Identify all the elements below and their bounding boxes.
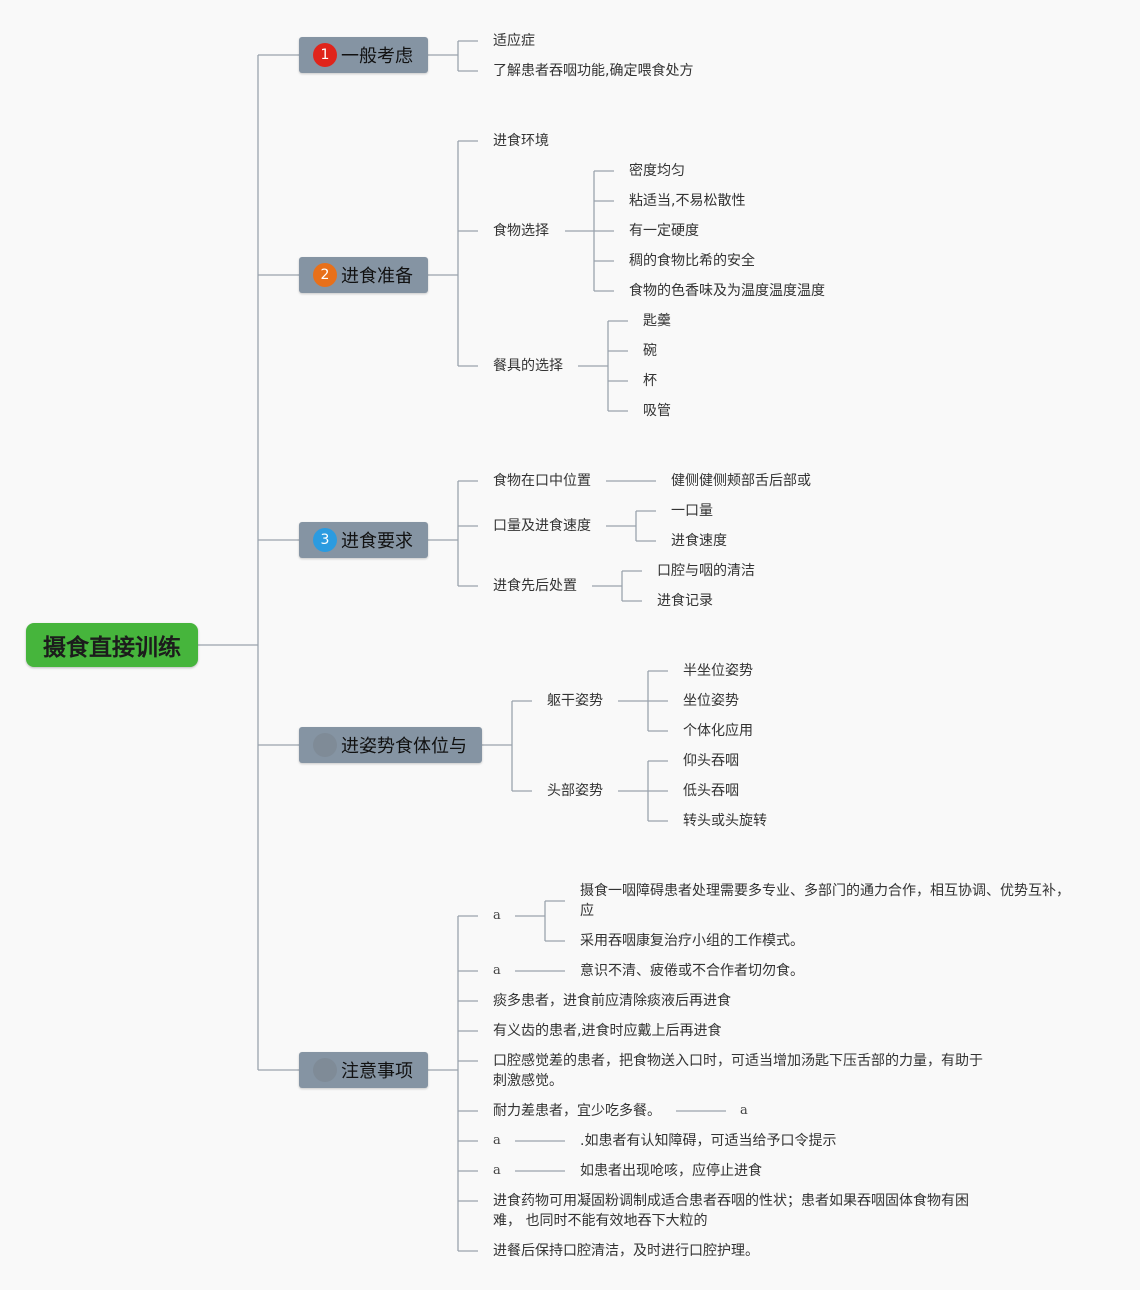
food-item[interactable]: 粘适当,不易松散性 xyxy=(629,193,746,209)
indication-item[interactable]: 适应症 xyxy=(493,33,535,49)
food-item[interactable]: 密度均匀 xyxy=(629,163,685,179)
head-item[interactable]: 低头吞咽 xyxy=(683,783,739,799)
amount-and-speed[interactable]: 口量及进食速度 xyxy=(493,518,591,534)
placeholder-node[interactable]: a xyxy=(493,1133,501,1148)
branch-precautions[interactable]: 注意事项 xyxy=(299,1052,428,1088)
food-position[interactable]: 食物在口中位置 xyxy=(493,473,591,489)
team-item[interactable]: 摄食一咽障碍患者处理需要多专业、多部门的通力合作，相互协调、优势互补，应 xyxy=(580,883,1070,919)
tableware-item[interactable]: 吸管 xyxy=(643,403,671,419)
precaution-item[interactable]: 口腔感觉差的患者，把食物送入口时，可适当增加汤匙下压舌部的力量，有助于刺激感觉。 xyxy=(493,1053,983,1089)
precaution-item[interactable]: 如患者出现呛咳，应停止进食 xyxy=(580,1163,762,1179)
food-position-item[interactable]: 健侧健侧颊部舌后部或 xyxy=(671,473,811,489)
tableware-item[interactable]: 匙羹 xyxy=(643,313,671,329)
handling-order[interactable]: 进食先后处置 xyxy=(493,578,577,594)
branch-label: 一般考虑 xyxy=(341,46,413,67)
precaution-item[interactable]: 意识不清、疲倦或不合作者切勿食。 xyxy=(580,963,804,979)
precaution-item[interactable]: .如患者有认知障碍，可适当给予口令提示 xyxy=(580,1133,837,1149)
badge-2-icon: 2 xyxy=(313,263,337,287)
eating-environment[interactable]: 进食环境 xyxy=(493,133,549,149)
precaution-item[interactable]: 有义齿的患者,进食时应戴上后再进食 xyxy=(493,1023,722,1039)
precaution-item[interactable]: 进餐后保持口腔清洁，及时进行口腔护理。 xyxy=(493,1243,759,1259)
branch-eating-preparation[interactable]: 2 进食准备 xyxy=(299,257,428,293)
branch-label: 进食准备 xyxy=(341,266,413,287)
food-item[interactable]: 有一定硬度 xyxy=(629,223,699,239)
trunk-item[interactable]: 个体化应用 xyxy=(683,723,753,739)
branch-eating-requirements[interactable]: 3 进食要求 xyxy=(299,522,428,558)
badge-4-icon xyxy=(313,733,337,757)
placeholder-node[interactable]: a xyxy=(740,1103,748,1118)
branch-label: 进食要求 xyxy=(341,531,413,552)
food-item[interactable]: 食物的色香味及为温度温度温度 xyxy=(629,283,825,299)
trunk-posture[interactable]: 躯干姿势 xyxy=(547,693,603,709)
branch-posture[interactable]: 进姿势食体位与 xyxy=(299,727,482,763)
food-item[interactable]: 稠的食物比希的安全 xyxy=(629,253,755,269)
precaution-item[interactable]: 耐力差患者，宜少吃多餐。 xyxy=(493,1103,661,1119)
trunk-item[interactable]: 坐位姿势 xyxy=(683,693,739,709)
root-topic[interactable]: 摄食直接训练 xyxy=(26,623,198,667)
branch-general-considerations[interactable]: 1 一般考虑 xyxy=(299,37,428,73)
badge-3-icon: 3 xyxy=(313,528,337,552)
branch-label: 注意事项 xyxy=(341,1061,413,1082)
handling-item[interactable]: 进食记录 xyxy=(657,593,713,609)
badge-1-icon: 1 xyxy=(313,43,337,67)
head-posture[interactable]: 头部姿势 xyxy=(547,783,603,799)
tableware-item[interactable]: 杯 xyxy=(643,373,657,389)
team-item[interactable]: 采用吞咽康复治疗小组的工作模式。 xyxy=(580,933,804,949)
tableware-selection[interactable]: 餐具的选择 xyxy=(493,358,563,374)
trunk-item[interactable]: 半坐位姿势 xyxy=(683,663,753,679)
amount-item[interactable]: 一口量 xyxy=(671,503,713,519)
food-selection[interactable]: 食物选择 xyxy=(493,223,549,239)
placeholder-node[interactable]: a xyxy=(493,963,501,978)
amount-item[interactable]: 进食速度 xyxy=(671,533,727,549)
precaution-item[interactable]: 痰多患者，进食前应清除痰液后再进食 xyxy=(493,993,731,1009)
head-item[interactable]: 仰头吞咽 xyxy=(683,753,739,769)
branch-label: 进姿势食体位与 xyxy=(341,736,467,757)
swallow-function-item[interactable]: 了解患者吞咽功能,确定喂食处方 xyxy=(493,63,694,79)
head-item[interactable]: 转头或头旋转 xyxy=(683,813,767,829)
handling-item[interactable]: 口腔与咽的清洁 xyxy=(657,563,755,579)
precaution-item[interactable]: 进食药物可用凝固粉调制成适合患者吞咽的性状；患者如果吞咽固体食物有困难， 也同时… xyxy=(493,1193,969,1229)
placeholder-node[interactable]: a xyxy=(493,1163,501,1178)
tableware-item[interactable]: 碗 xyxy=(643,343,657,359)
badge-5-icon xyxy=(313,1058,337,1082)
placeholder-node[interactable]: a xyxy=(493,908,501,923)
